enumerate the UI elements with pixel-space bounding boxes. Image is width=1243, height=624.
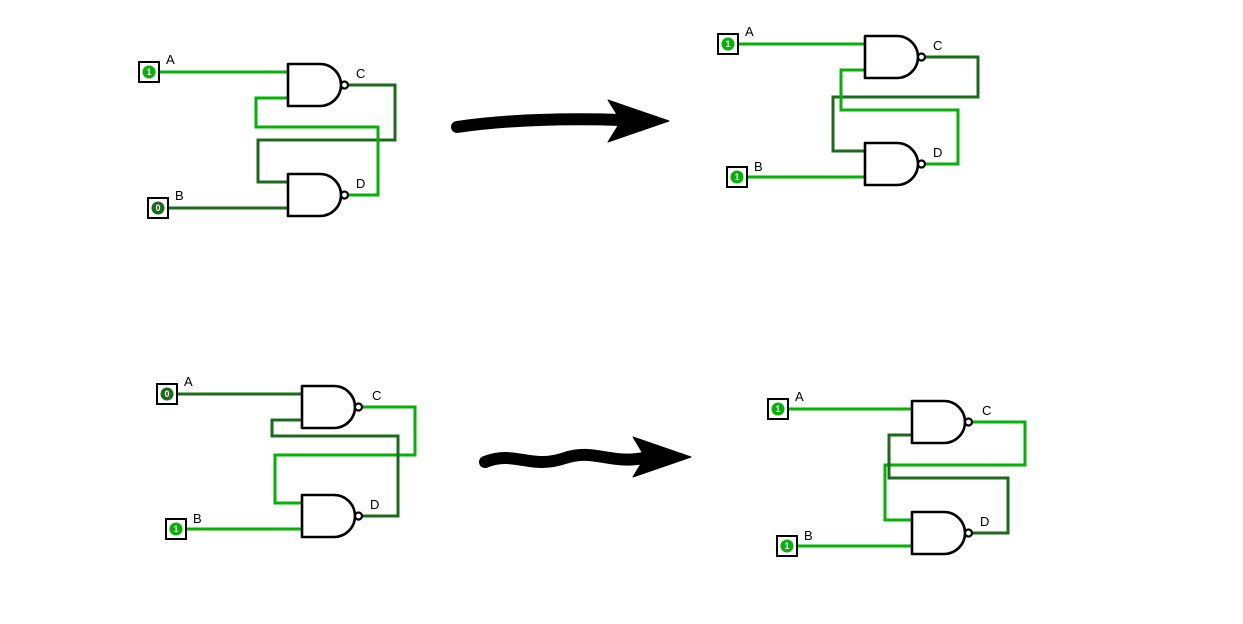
label-d: D — [370, 497, 379, 512]
label-d: D — [980, 514, 989, 529]
input-a-value: 1 — [725, 39, 730, 49]
input-switch-b[interactable]: 1 — [776, 535, 798, 557]
wire-feedback-c — [256, 83, 397, 184]
nand-gate-top-bubble-icon — [353, 402, 364, 412]
label-c: C — [356, 66, 365, 81]
label-a: A — [795, 389, 804, 404]
wire-feedback-d — [887, 433, 1010, 535]
transition-arrow-top — [451, 99, 670, 143]
wire-feedback-d — [254, 96, 380, 197]
input-a-value: 0 — [164, 389, 169, 399]
circuit-bottom-right: 1 1 A B C D — [767, 389, 1027, 557]
input-a-state-dot[interactable] — [142, 65, 156, 79]
label-a: A — [745, 24, 754, 39]
nand-gate-bottom-bubble-icon — [339, 190, 350, 200]
input-a-state-dot[interactable] — [721, 37, 735, 51]
wire-feedback-d — [270, 418, 400, 518]
label-c: C — [933, 38, 942, 53]
input-b-state-dot[interactable] — [151, 201, 165, 215]
input-a-state-dot[interactable] — [771, 402, 785, 416]
label-b: B — [804, 528, 813, 543]
input-switch-a[interactable]: 1 — [138, 61, 160, 83]
input-switch-b[interactable]: 1 — [726, 166, 748, 188]
nand-gate-bottom — [286, 172, 343, 218]
input-b-state-dot[interactable] — [780, 539, 794, 553]
input-switch-a[interactable]: 1 — [717, 33, 739, 55]
label-d: D — [933, 145, 942, 160]
circuit-top-left: 1 0 A B C D — [138, 52, 397, 219]
input-switch-b[interactable]: 0 — [147, 197, 169, 219]
input-switch-a[interactable]: 0 — [156, 383, 178, 405]
nand-gate-bottom — [863, 141, 920, 187]
nand-gate-top-bubble-icon — [339, 80, 350, 90]
label-a: A — [184, 374, 193, 389]
nand-gate-top — [286, 62, 343, 108]
label-b: B — [193, 511, 202, 526]
arrowhead-icon — [607, 99, 670, 143]
circuit-bottom-left: 0 1 A B C D — [156, 374, 417, 540]
label-b: B — [754, 159, 763, 174]
input-b-value: 1 — [734, 172, 739, 182]
arrowhead-icon — [632, 436, 692, 478]
input-switch-a[interactable]: 1 — [767, 398, 789, 420]
input-b-state-dot[interactable] — [730, 170, 744, 184]
nand-gate-top — [910, 399, 967, 445]
input-b-value: 0 — [155, 203, 160, 213]
wire-feedback-c — [831, 55, 980, 153]
nand-gate-bottom-bubble-icon — [916, 159, 927, 169]
label-a: A — [166, 52, 175, 67]
wire-feedback-c — [883, 420, 1027, 522]
arrow-shaft — [451, 113, 628, 133]
label-d: D — [356, 176, 365, 191]
circuit-top-right: 1 1 A B C D — [717, 24, 980, 188]
nand-gate-bottom — [910, 510, 967, 556]
nand-gate-bottom — [300, 493, 357, 539]
nand-gate-top — [300, 384, 357, 430]
nand-gate-bottom-bubble-icon — [963, 528, 974, 538]
input-switch-b[interactable]: 1 — [165, 518, 187, 540]
transition-arrow-bottom — [479, 436, 692, 478]
input-a-state-dot[interactable] — [160, 387, 174, 401]
input-b-value: 1 — [173, 524, 178, 534]
nand-gate-top-bubble-icon — [963, 417, 974, 427]
wire-feedback-d — [839, 68, 960, 166]
input-b-state-dot[interactable] — [169, 522, 183, 536]
label-c: C — [372, 388, 381, 403]
nand-gate-bottom-bubble-icon — [353, 511, 364, 521]
input-a-value: 1 — [146, 67, 151, 77]
input-b-value: 1 — [784, 541, 789, 551]
nand-gate-top — [863, 34, 920, 80]
label-b: B — [175, 188, 184, 203]
label-c: C — [982, 403, 991, 418]
input-a-value: 1 — [775, 404, 780, 414]
arrow-shaft — [479, 448, 654, 468]
nand-gate-top-bubble-icon — [916, 52, 927, 62]
wire-feedback-c — [273, 405, 417, 505]
